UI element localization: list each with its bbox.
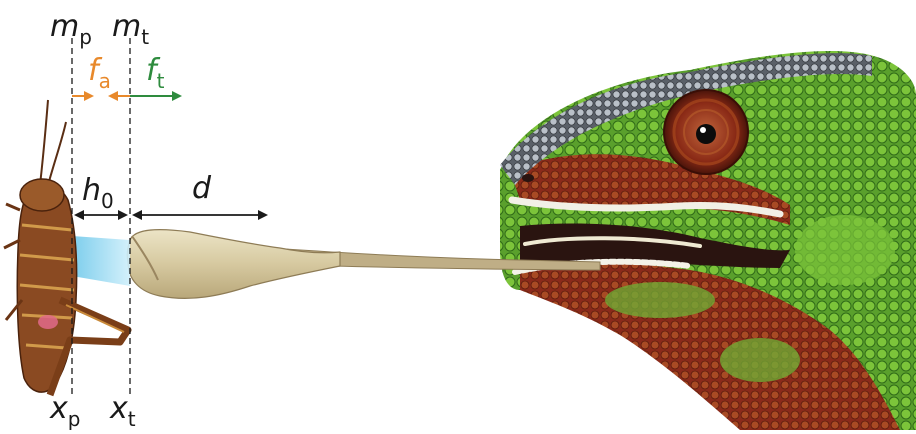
label-d: d xyxy=(192,171,212,206)
label-fa: fa xyxy=(88,53,111,93)
d-dimension-arrow xyxy=(132,210,268,220)
label-ft: ft xyxy=(146,53,165,93)
suction-region xyxy=(72,236,130,286)
chameleon-pupil xyxy=(696,124,716,144)
label-xp: xp xyxy=(49,391,80,430)
label-xt: xt xyxy=(109,391,136,430)
label-mt: mt xyxy=(112,9,149,49)
label-h0: h0 xyxy=(82,173,114,213)
fa-arrow-reaction xyxy=(108,91,130,101)
label-mp: mp xyxy=(50,9,92,49)
chameleon-image xyxy=(500,51,916,430)
fa-arrow xyxy=(72,91,94,101)
tongue-tip xyxy=(127,230,340,299)
